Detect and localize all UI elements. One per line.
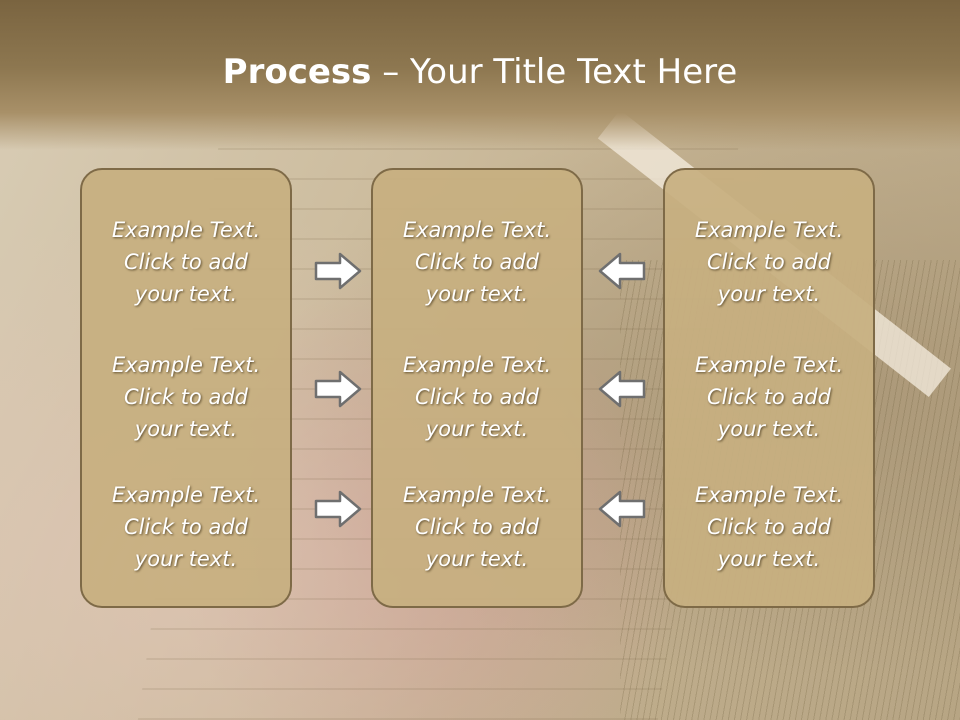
- card-text-block[interactable]: Example Text. Click to add your text.: [373, 214, 581, 310]
- text-line: Click to add: [706, 515, 831, 539]
- text-card-left[interactable]: Example Text. Click to add your text. Ex…: [80, 168, 292, 608]
- text-line: your text.: [134, 547, 238, 571]
- text-line: Example Text.: [402, 483, 552, 507]
- title-band: [0, 0, 960, 150]
- title-bold: Process: [222, 52, 372, 92]
- arrow-right-icon: [314, 370, 362, 408]
- text-line: Click to add: [414, 515, 539, 539]
- text-line: Click to add: [706, 250, 831, 274]
- title-separator: –: [371, 52, 411, 92]
- card-text-block[interactable]: Example Text. Click to add your text.: [665, 214, 873, 310]
- card-text-block[interactable]: Example Text. Click to add your text.: [82, 479, 290, 575]
- text-line: your text.: [134, 282, 238, 306]
- card-text-block[interactable]: Example Text. Click to add your text.: [373, 349, 581, 445]
- text-line: Click to add: [706, 385, 831, 409]
- card-text-block[interactable]: Example Text. Click to add your text.: [665, 479, 873, 575]
- text-line: your text.: [134, 417, 238, 441]
- text-line: Click to add: [123, 515, 248, 539]
- text-line: Click to add: [123, 385, 248, 409]
- text-card-right[interactable]: Example Text. Click to add your text. Ex…: [663, 168, 875, 608]
- slide-title[interactable]: Process – Your Title Text Here: [0, 52, 960, 92]
- text-line: your text.: [717, 547, 821, 571]
- text-line: Click to add: [414, 385, 539, 409]
- text-line: Example Text.: [694, 218, 844, 242]
- title-rest: Your Title Text Here: [410, 52, 738, 92]
- text-line: Example Text.: [402, 353, 552, 377]
- card-text-block[interactable]: Example Text. Click to add your text.: [82, 349, 290, 445]
- text-line: your text.: [717, 417, 821, 441]
- text-line: Example Text.: [111, 483, 261, 507]
- text-line: Example Text.: [694, 483, 844, 507]
- text-line: Click to add: [123, 250, 248, 274]
- text-line: Example Text.: [111, 353, 261, 377]
- arrow-right-icon: [314, 490, 362, 528]
- text-card-center[interactable]: Example Text. Click to add your text. Ex…: [371, 168, 583, 608]
- arrow-left-icon: [598, 370, 646, 408]
- text-line: Example Text.: [111, 218, 261, 242]
- card-text-block[interactable]: Example Text. Click to add your text.: [665, 349, 873, 445]
- arrow-left-icon: [598, 252, 646, 290]
- text-line: Click to add: [414, 250, 539, 274]
- arrow-left-icon: [598, 490, 646, 528]
- card-text-block[interactable]: Example Text. Click to add your text.: [82, 214, 290, 310]
- text-line: Example Text.: [694, 353, 844, 377]
- text-line: your text.: [425, 417, 529, 441]
- arrow-right-icon: [314, 252, 362, 290]
- card-text-block[interactable]: Example Text. Click to add your text.: [373, 479, 581, 575]
- text-line: your text.: [717, 282, 821, 306]
- text-line: your text.: [425, 282, 529, 306]
- text-line: your text.: [425, 547, 529, 571]
- text-line: Example Text.: [402, 218, 552, 242]
